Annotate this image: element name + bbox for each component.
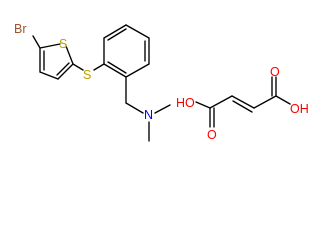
fumaric-acid [195,76,291,128]
bromine-label: Br [14,22,27,36]
bromothiophene-ring [32,35,74,80]
bond-c2-c3-double [56,62,70,76]
benzene-ring [103,24,150,78]
bond-ch2-n [125,102,144,114]
dimethylaminomethyl [125,76,171,142]
thiophene-sulfur-label: S [59,37,67,51]
bond-s1-c2 [65,45,74,65]
bond-n-methyl1 [154,104,171,114]
bond-c2-s [72,63,84,71]
bond-ar3-ar4 [125,24,150,39]
bond-ho-c1 [195,101,211,109]
bond-s-aryl [93,63,105,71]
bond-ar2-ar3 [103,24,127,39]
bond-c5-s1 [39,43,61,49]
bond-c1-c2 [209,95,233,109]
bond-ar2-ar3-double [107,28,127,41]
structure-canvas: Br S S N HO O O OH [14,22,309,142]
carbonyl-oxygen-right-label: O [270,65,280,79]
bond-c3-c4 [39,71,59,80]
bond-c2-c3-double [232,100,253,113]
bond-c4-oh [275,95,291,105]
bond-ar6-ar1 [103,63,127,78]
bond-ar6-ar1-double [107,61,127,74]
bond-c2-c3 [57,63,74,80]
acid-hydroxyl-left-label: HO [176,96,195,110]
bond-c3-c4 [253,95,277,109]
carbonyl-oxygen-left-label: O [207,128,217,142]
acid-hydroxyl-right-label: OH [290,102,309,116]
bond-c2-c3 [231,95,255,109]
thioether-sulfur-label: S [83,68,91,82]
amine-nitrogen-label: N [144,108,153,122]
bond-br-c5 [32,35,41,49]
bond-ar5-ar6 [125,63,150,78]
thioether-linker [72,63,105,71]
